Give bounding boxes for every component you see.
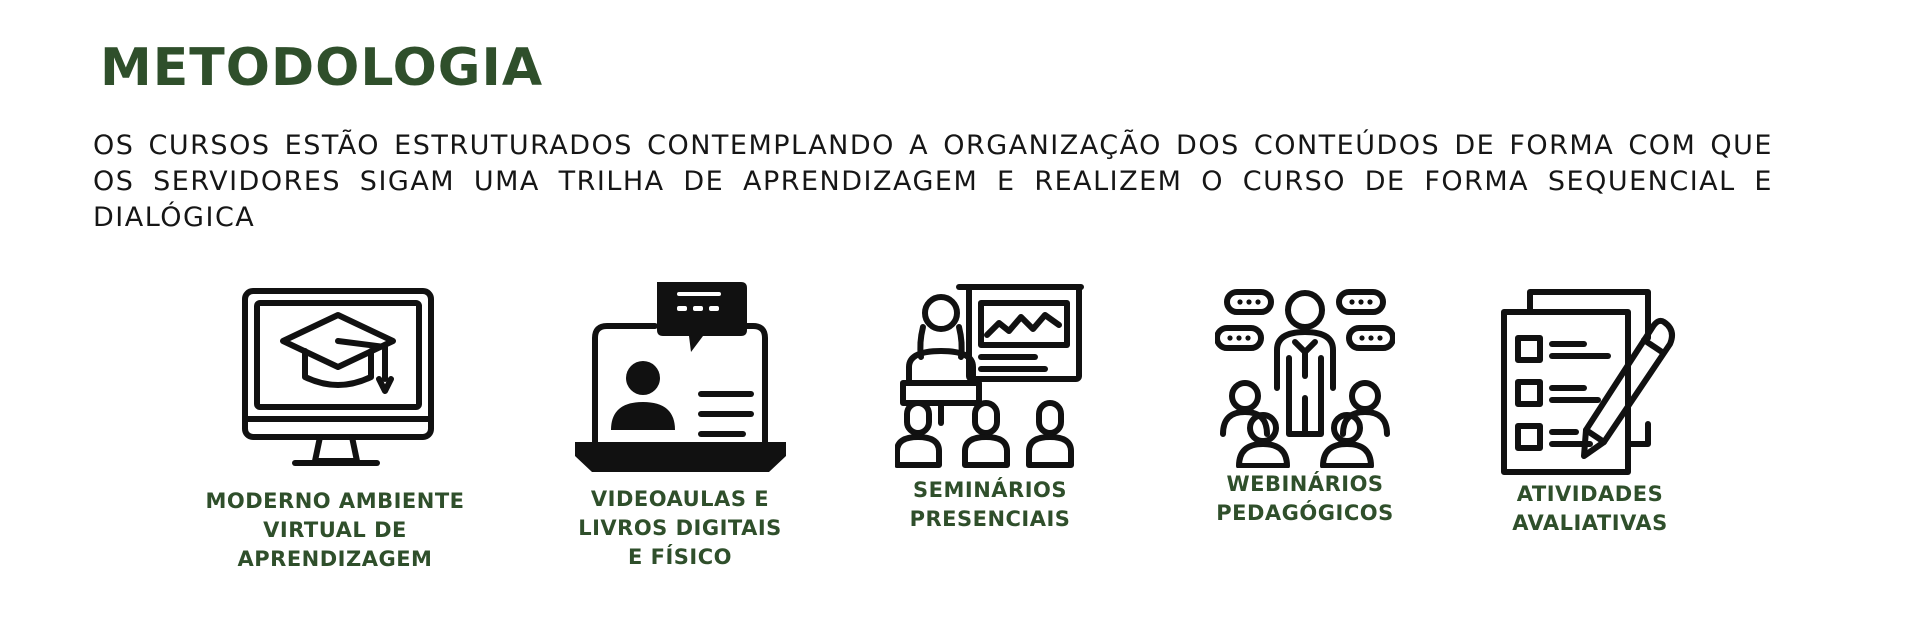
item-label: ATIVIDADES AVALIATIVAS	[1512, 482, 1668, 535]
methodology-item-webinars: WEBINÁRIOS PEDAGÓGICOS	[1175, 288, 1435, 528]
webinar-group-icon	[1215, 289, 1395, 468]
methodology-item-virtual-environment: MODERNO AMBIENTE VIRTUAL DE APRENDIZAGEM	[190, 285, 480, 574]
checklist-pencil-icon	[1501, 289, 1675, 475]
graduation-monitor-icon	[242, 288, 434, 466]
item-label: WEBINÁRIOS PEDAGÓGICOS	[1216, 472, 1394, 525]
methodology-item-video-lessons: VIDEOAULAS E LIVROS DIGITAIS E FÍSICO	[545, 280, 815, 572]
video-lesson-laptop-icon	[574, 282, 786, 472]
intro-paragraph: OS CURSOS ESTÃO ESTRUTURADOS CONTEMPLAND…	[93, 130, 1773, 233]
seminar-presenter-icon	[895, 284, 1084, 468]
methodology-item-seminars: SEMINÁRIOS PRESENCIAIS	[870, 283, 1110, 534]
methodology-item-assessments: ATIVIDADES AVALIATIVAS	[1480, 288, 1700, 538]
page-title: METODOLOGIA	[100, 38, 544, 98]
item-label: VIDEOAULAS E LIVROS DIGITAIS E FÍSICO	[578, 487, 782, 569]
item-label: SEMINÁRIOS PRESENCIAIS	[909, 478, 1071, 531]
item-label: MODERNO AMBIENTE VIRTUAL DE APRENDIZAGEM	[205, 489, 465, 571]
